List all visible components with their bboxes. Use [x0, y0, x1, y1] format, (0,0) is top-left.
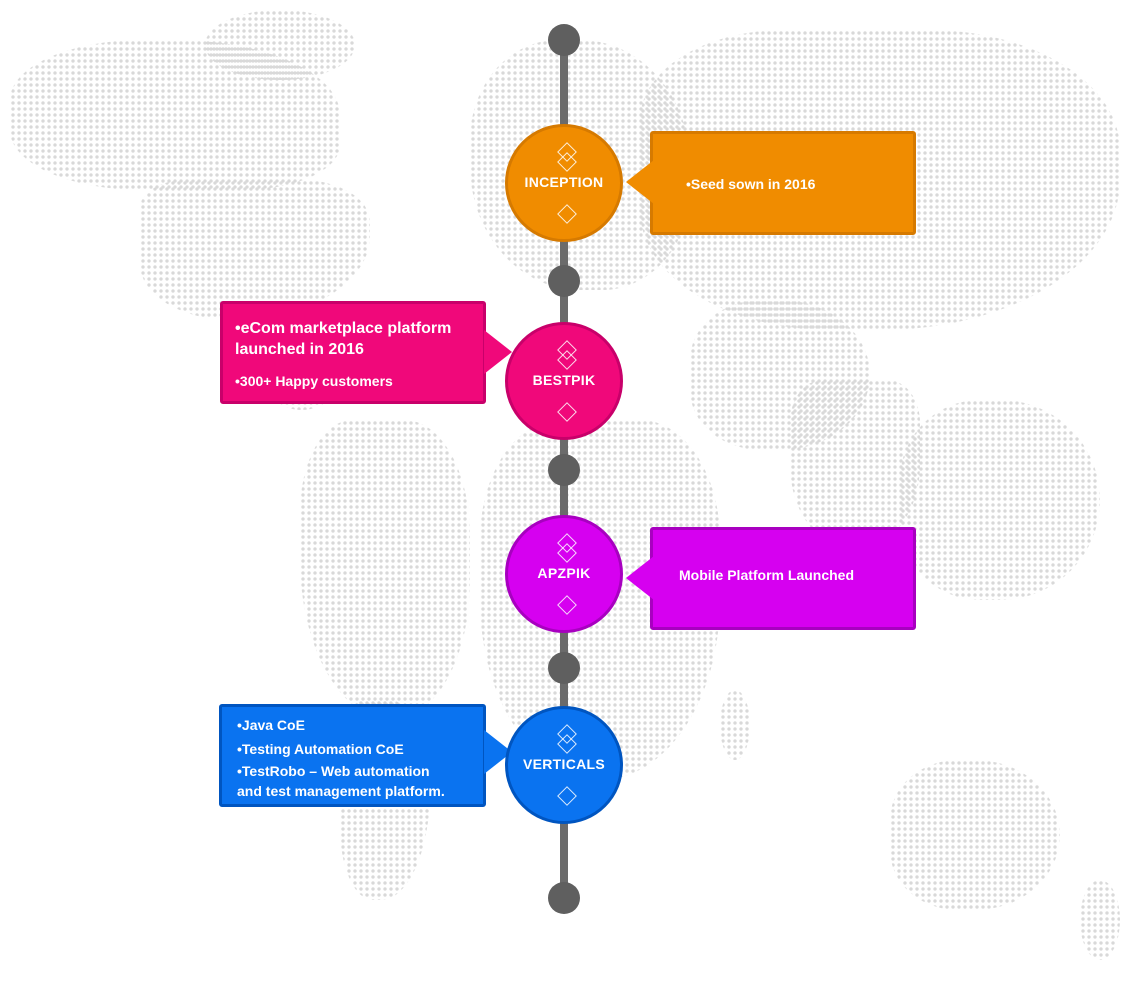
callout-inception-note: •Seed sown in 2016	[686, 176, 816, 192]
milestone-apzpik-label: APZPIK	[537, 565, 591, 581]
callout-bestpik-note-2: launched in 2016	[235, 341, 364, 358]
callout-verticals: •Java CoE •Testing Automation CoE •TestR…	[219, 704, 486, 807]
callout-apzpik-note: Mobile Platform Launched	[679, 567, 855, 583]
map-australia	[890, 760, 1060, 910]
callout-apzpik: Mobile Platform Launched	[650, 527, 916, 630]
timeline-start-knob	[548, 24, 580, 56]
milestone-verticals-label: VERTICALS	[522, 756, 606, 772]
milestone-bestpik-label: BESTPIK	[532, 372, 596, 388]
callout-verticals-note-1: •Java CoE	[237, 717, 305, 733]
callout-inception-pointer	[626, 160, 654, 204]
map-new-zealand	[1080, 880, 1120, 960]
callout-bestpik-note-1: •eCom marketplace platform	[235, 320, 452, 337]
timeline-end-knob	[548, 882, 580, 914]
diamond-icon	[557, 204, 577, 224]
milestone-inception: INCEPTION	[505, 124, 623, 242]
timeline-knob-3	[548, 652, 580, 684]
timeline-knob-1	[548, 265, 580, 297]
callout-apzpik-pointer	[626, 556, 654, 600]
map-greenland	[205, 10, 355, 80]
diamond-icon	[557, 402, 577, 422]
milestone-apzpik: APZPIK	[505, 515, 623, 633]
milestone-bestpik: BESTPIK	[505, 322, 623, 440]
callout-verticals-note-4: and test management platform.	[237, 783, 445, 799]
map-india	[790, 380, 920, 550]
milestone-inception-label: INCEPTION	[524, 174, 604, 190]
callout-verticals-note-2: •Testing Automation CoE	[237, 741, 404, 757]
map-southeast-asia	[900, 400, 1100, 600]
diamond-icon	[557, 595, 577, 615]
map-south-america	[300, 420, 470, 720]
milestone-verticals: VERTICALS	[505, 706, 623, 824]
callout-bestpik: •eCom marketplace platform launched in 2…	[220, 301, 486, 404]
timeline-knob-2	[548, 454, 580, 486]
map-usa	[140, 180, 370, 320]
map-madagascar	[720, 690, 750, 760]
callout-verticals-note-3: •TestRobo – Web automation	[237, 763, 430, 779]
callout-bestpik-note-3: •300+ Happy customers	[235, 373, 393, 389]
diamond-icon	[557, 786, 577, 806]
callout-inception: •Seed sown in 2016	[650, 131, 916, 235]
